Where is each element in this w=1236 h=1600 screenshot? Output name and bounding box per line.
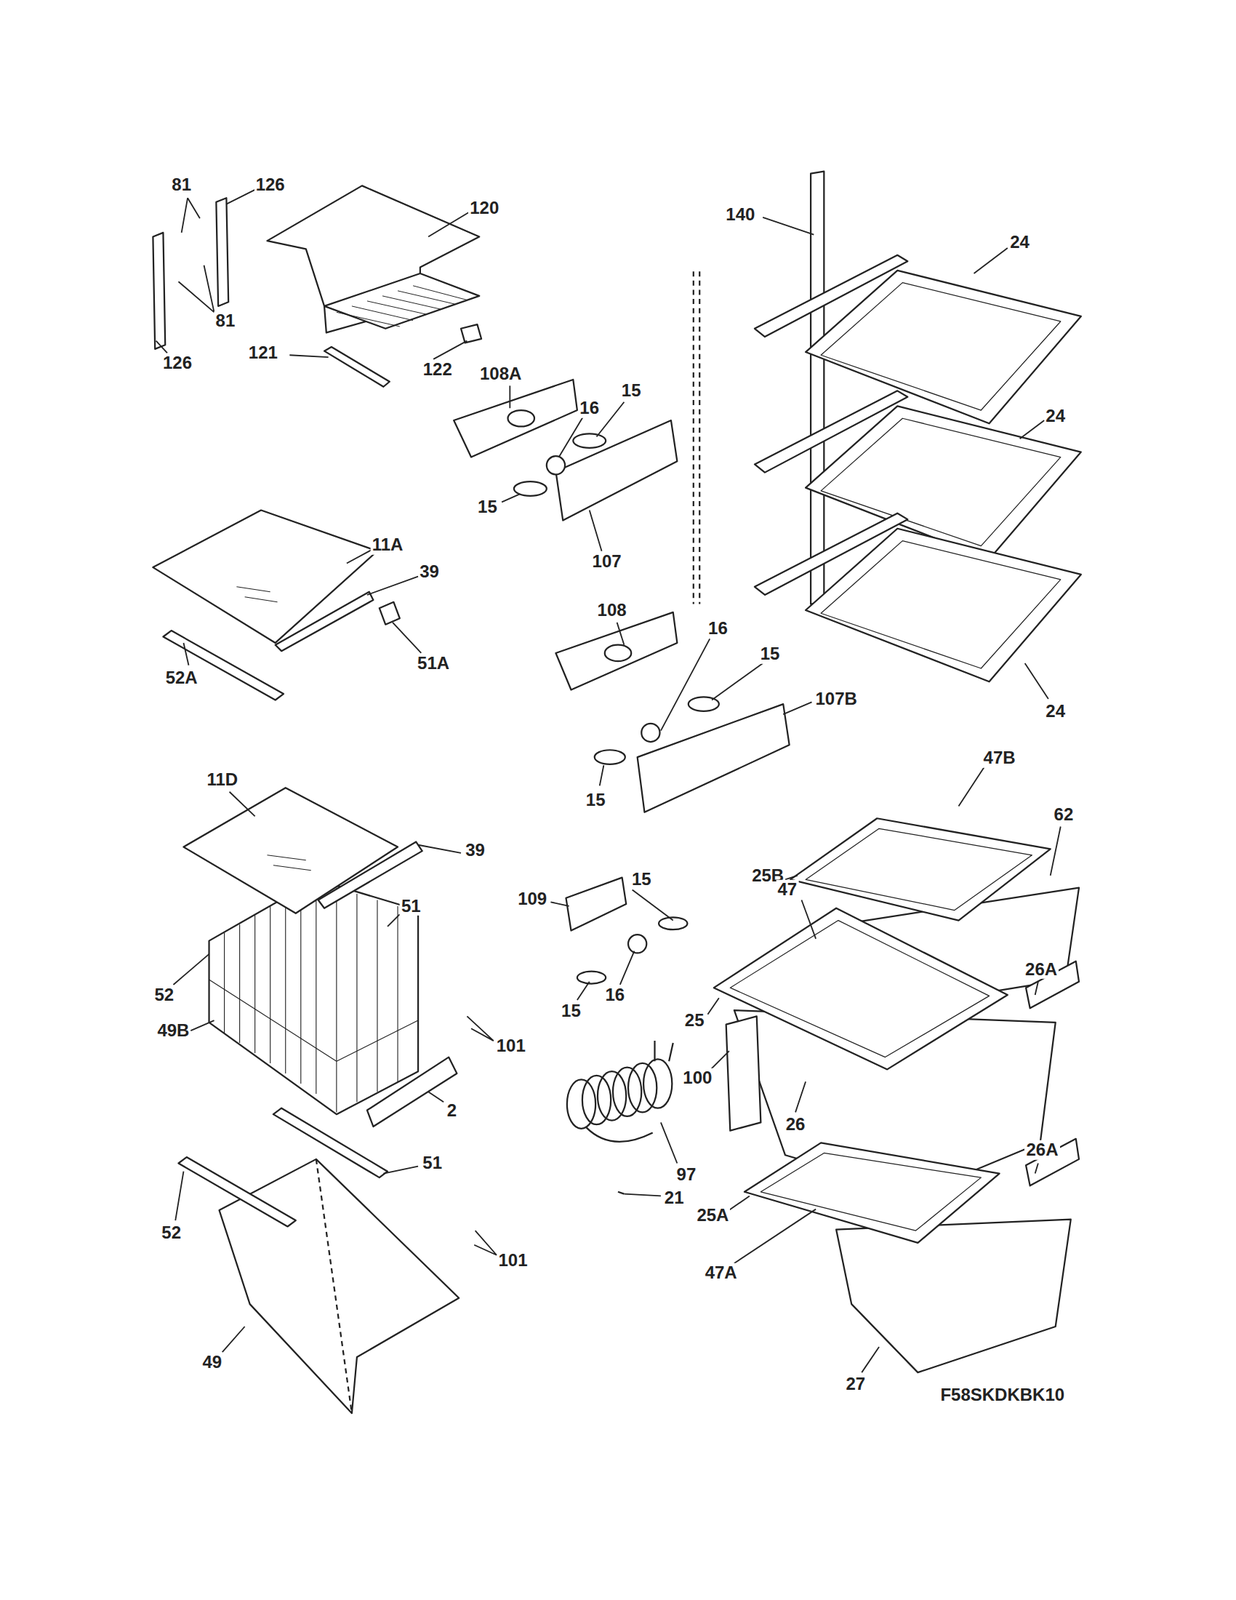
callout-number: 52 [152,985,176,1005]
callout-number: 24 [1008,231,1031,251]
callout-number: 52A [164,667,200,687]
callout-number: 15 [476,497,499,517]
callout-number: 97 [675,1164,698,1184]
callout-number: 62 [1052,804,1076,824]
callout-number: 27 [844,1373,867,1393]
callout-number: 121 [247,343,280,363]
callout-number: 16 [578,398,601,418]
drawing-code: F58SKDKBK10 [938,1385,1066,1404]
callout-number: 15 [759,644,782,664]
callout-number: 47 [775,879,799,899]
callout-number: 24 [1044,406,1067,426]
callout-number: 25 [683,1010,706,1030]
callout-number: 2 [445,1100,459,1119]
callout-number: 49B [155,1020,191,1040]
callout-number: 100 [681,1067,714,1087]
callout-number: 108 [596,600,629,620]
callout-number: 15 [630,869,653,889]
callout-number: 51 [420,1153,444,1173]
callout-number: 51A [415,653,451,673]
callout-number: 11D [205,769,240,789]
callout-number: 16 [706,618,730,638]
callout-number: 120 [468,198,501,218]
callout-number: 101 [496,1250,529,1270]
callout-number: 11A [370,535,405,555]
callout-number: 126 [254,175,287,195]
callout-number: 126 [161,353,194,373]
callout-number: 26 [784,1114,808,1134]
callout-number: 81 [214,310,238,330]
callout-number: 101 [495,1036,528,1055]
callout-number: 15 [620,380,643,400]
callout-number: 26A [1023,959,1059,979]
callout-number: 81 [170,175,193,195]
callout-number: 107B [813,689,858,709]
callout-number: 140 [724,204,757,224]
callout-number: 39 [463,840,487,860]
callout-number: 51 [399,896,423,916]
callout-number: 122 [421,359,454,379]
callout-number: 49 [200,1352,224,1372]
callout-number: 108A [478,363,523,383]
callout-number: 16 [603,985,626,1005]
callout-number: 47B [982,748,1018,768]
callout-number: 15 [559,1001,583,1021]
callout-number: 24 [1044,701,1067,721]
callout-number: 107 [591,551,624,571]
callout-number: 109 [516,889,549,909]
callout-number: 25A [695,1205,730,1225]
callout-number: 21 [663,1188,686,1207]
callout-number: 47A [703,1262,739,1282]
callout-number: 15 [584,790,608,810]
callout-number: 39 [418,562,441,581]
callout-number: 26A [1024,1140,1060,1159]
callout-number: 52 [159,1222,183,1242]
